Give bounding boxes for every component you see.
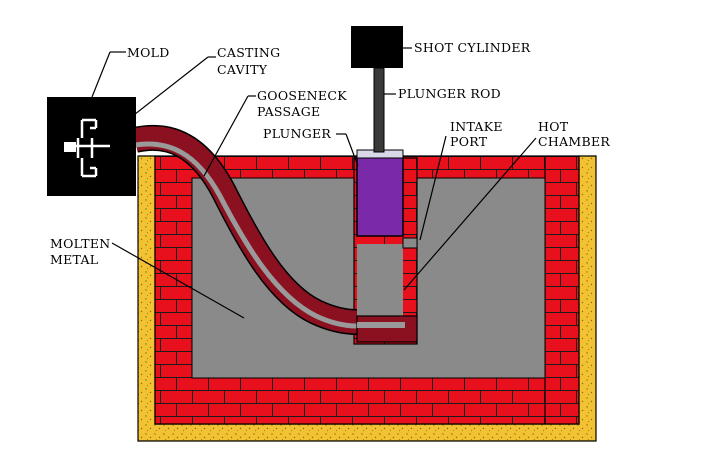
label-casting-cavity-2: CAVITY bbox=[217, 62, 268, 77]
label-intake-1: INTAKE bbox=[450, 119, 503, 134]
leader-lines bbox=[91, 47, 537, 319]
label-gooseneck-2: PASSAGE bbox=[257, 104, 320, 119]
label-molten-2: METAL bbox=[50, 252, 98, 267]
casting-cavity-icon bbox=[64, 118, 110, 178]
label-shot-cylinder: SHOT CYLINDER bbox=[414, 40, 531, 55]
gooseneck-passage bbox=[132, 124, 418, 343]
label-casting-cavity-1: CASTING bbox=[217, 45, 280, 60]
label-plunger: PLUNGER bbox=[263, 126, 331, 141]
diagram-labels: MOLD CASTING CAVITY GOOSENECK PASSAGE MO… bbox=[50, 40, 610, 267]
label-molten-1: MOLTEN bbox=[50, 236, 111, 251]
label-mold: MOLD bbox=[127, 45, 170, 60]
label-intake-2: PORT bbox=[450, 134, 488, 149]
label-hot-1: HOT bbox=[538, 119, 569, 134]
plunger bbox=[356, 149, 404, 237]
label-plunger-rod: PLUNGER ROD bbox=[398, 86, 501, 101]
label-hot-2: CHAMBER bbox=[538, 134, 610, 149]
mold bbox=[47, 97, 136, 196]
shot-cylinder bbox=[351, 26, 403, 68]
plunger-rod bbox=[373, 67, 385, 153]
intake-port bbox=[402, 237, 418, 249]
label-gooseneck-1: GOOSENECK bbox=[257, 88, 347, 103]
